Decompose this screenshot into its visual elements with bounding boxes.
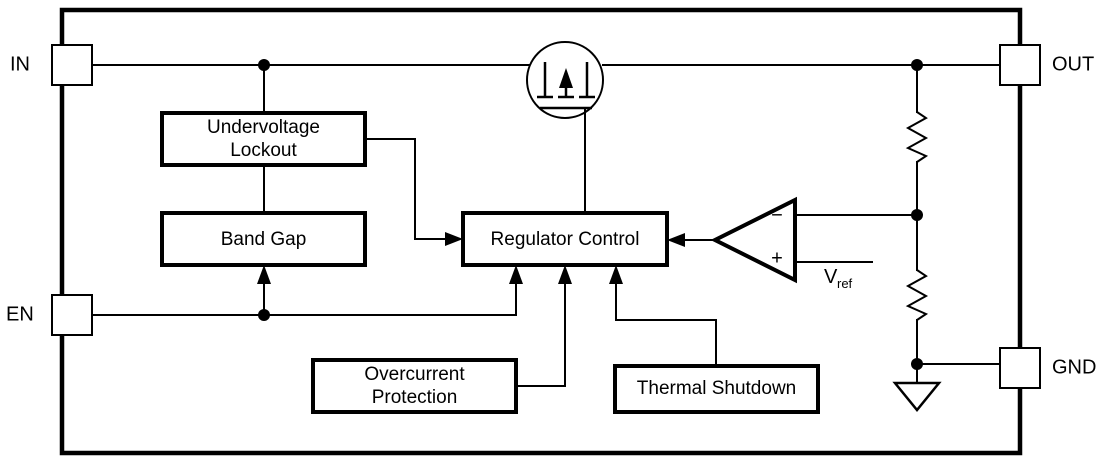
pin-label-in: IN xyxy=(10,53,30,75)
net-in-rail xyxy=(61,59,1021,114)
arrow-en-to-regulator xyxy=(509,265,523,284)
block-regulator-control[interactable]: Regulator Control xyxy=(461,211,669,267)
mosfet-body-arrow xyxy=(559,68,573,88)
arrow-overcurrent-to-regulator xyxy=(558,265,572,284)
overcurrent-protection-rect[interactable] xyxy=(311,358,518,414)
pin-pad-out[interactable] xyxy=(999,44,1041,86)
overcurrent-protection-label-line1: Overcurrent xyxy=(364,364,465,385)
pin-out[interactable]: OUT xyxy=(999,44,1094,86)
regulator-control-rect[interactable] xyxy=(461,211,669,267)
pin-pad-gnd[interactable] xyxy=(999,347,1041,389)
block-thermal-shutdown[interactable]: Thermal Shutdown xyxy=(613,364,820,414)
band-gap-label: Band Gap xyxy=(221,229,307,250)
pin-label-out: OUT xyxy=(1052,53,1094,75)
vref-label-main: V xyxy=(824,266,838,288)
undervoltage-lockout-label-line1: Undervoltage xyxy=(207,117,320,138)
arrow-thermal-to-regulator xyxy=(609,265,623,284)
undervoltage-lockout-label-line2: Lockout xyxy=(230,140,297,161)
regulator-control-label: Regulator Control xyxy=(491,229,640,250)
arrow-uvlo-to-regulator xyxy=(445,232,463,246)
arrow-en-to-bandgap xyxy=(257,265,271,284)
net-thermal-to-regulator xyxy=(609,265,717,367)
resistor-top xyxy=(905,111,929,163)
pin-label-gnd: GND xyxy=(1052,356,1096,378)
pin-en[interactable]: EN xyxy=(6,294,93,336)
pin-pad-in[interactable] xyxy=(51,44,93,86)
overcurrent-protection-label-line2: Protection xyxy=(372,387,458,408)
opamp-triangle[interactable] xyxy=(710,196,797,284)
band-gap-rect[interactable] xyxy=(160,211,367,267)
net-uvlo-to-regulator xyxy=(364,138,463,246)
vref-label-subscript: ref xyxy=(837,276,853,291)
thermal-shutdown-rect[interactable] xyxy=(613,364,820,414)
pin-in[interactable]: IN xyxy=(10,44,93,86)
pin-gnd[interactable]: GND xyxy=(999,347,1096,389)
pin-pad-en[interactable] xyxy=(51,294,93,336)
block-undervoltage-lockout[interactable]: Undervoltage Lockout xyxy=(160,111,367,167)
error-amplifier[interactable]: − + V ref xyxy=(667,196,918,291)
thermal-shutdown-label: Thermal Shutdown xyxy=(637,378,796,399)
block-band-gap[interactable]: Band Gap xyxy=(160,211,367,267)
pass-transistor-mosfet xyxy=(526,41,604,214)
arrow-opamp-to-regulator xyxy=(667,233,685,247)
net-overcurrent-to-regulator xyxy=(515,265,572,387)
feedback-divider xyxy=(892,59,1021,412)
resistor-bottom xyxy=(905,269,929,321)
net-en-rail xyxy=(61,265,523,321)
pin-label-en: EN xyxy=(6,303,34,325)
ground-symbol-icon xyxy=(892,381,942,412)
block-overcurrent-protection[interactable]: Overcurrent Protection xyxy=(311,358,518,414)
opamp-noninverting-sign: + xyxy=(771,247,783,269)
opamp-inverting-sign: − xyxy=(771,204,783,226)
